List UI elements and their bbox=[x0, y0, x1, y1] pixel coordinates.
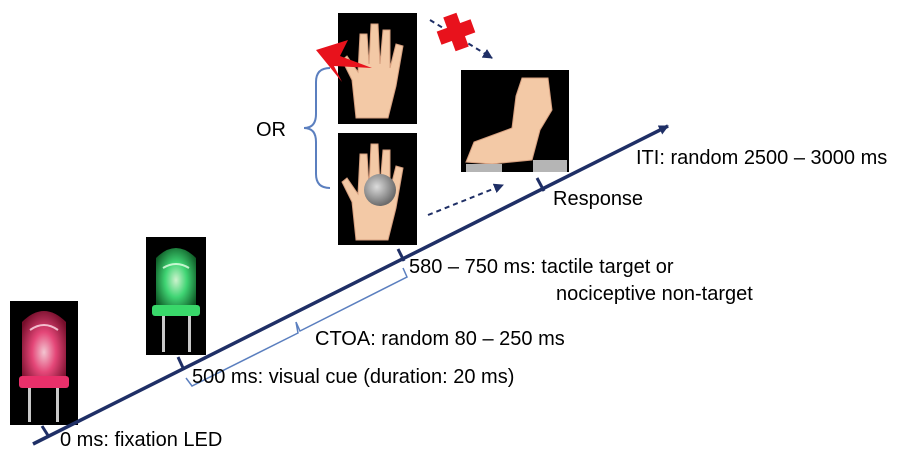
ctoa-bracket bbox=[185, 267, 408, 387]
red-led-photo bbox=[10, 301, 78, 425]
red-cross-icon bbox=[436, 12, 476, 52]
or-brace bbox=[303, 67, 331, 189]
green-led-photo bbox=[146, 237, 206, 355]
foot-on-pedal-photo bbox=[461, 70, 569, 172]
hand-with-tactor-photo bbox=[338, 133, 417, 245]
tick-target bbox=[396, 248, 406, 262]
response-label: Response bbox=[553, 188, 643, 210]
dashed-arrow-to-foot bbox=[427, 183, 504, 216]
tick-fixation bbox=[40, 425, 51, 438]
iti-label: ITI: random 2500 – 3000 ms bbox=[636, 147, 887, 169]
hand-with-lightning-photo bbox=[316, 13, 417, 124]
or-label: OR bbox=[256, 119, 286, 141]
tick-response bbox=[535, 177, 546, 192]
target-label-line2: nociceptive non-target bbox=[556, 283, 753, 305]
fixation-label: 0 ms: fixation LED bbox=[60, 429, 222, 450]
tick-visual-cue bbox=[176, 356, 186, 371]
ctoa-label: CTOA: random 80 – 250 ms bbox=[315, 328, 565, 350]
visual-cue-label: 500 ms: visual cue (duration: 20 ms) bbox=[192, 366, 514, 388]
lightning-icon bbox=[316, 40, 372, 82]
timeline-axis bbox=[32, 124, 669, 446]
target-label-line1: 580 – 750 ms: tactile target or bbox=[409, 256, 674, 278]
